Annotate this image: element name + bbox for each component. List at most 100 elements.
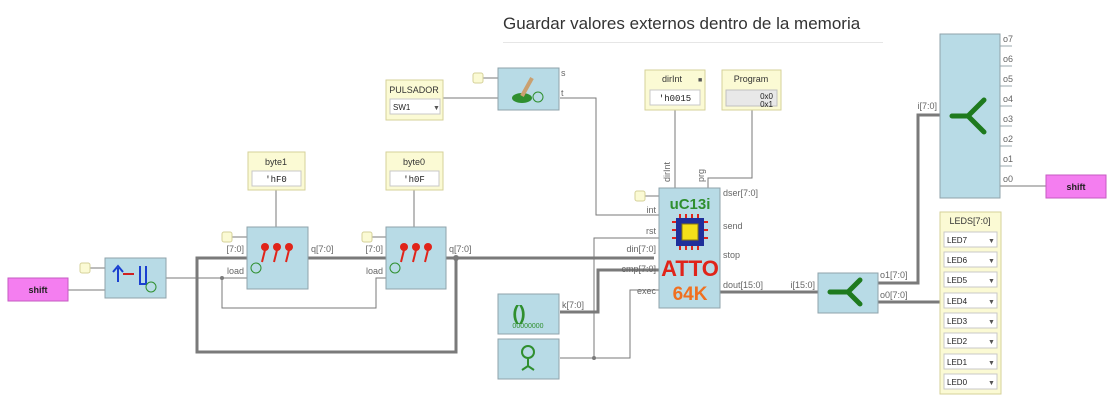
clock-source-icon <box>521 345 535 371</box>
led-value: LED0 <box>947 378 968 387</box>
chevron-down-icon: ▼ <box>988 380 995 387</box>
lock-icon: ■ <box>698 77 702 84</box>
cpu-port-int: int <box>646 205 656 215</box>
program-label: Program <box>734 74 769 84</box>
split8-port-o5: o5 <box>1003 74 1013 84</box>
title-divider <box>503 42 883 43</box>
program-line-1: 0x0 <box>760 92 773 101</box>
cpu-port-rst: rst <box>646 226 656 236</box>
cpu-port-exec: exec <box>637 286 657 296</box>
clock-icon <box>250 262 262 274</box>
pulsador-value: SW1 <box>393 103 411 112</box>
pin-box-button[interactable] <box>472 72 484 84</box>
parentheses-icon: () <box>512 303 525 325</box>
clock-block[interactable] <box>497 338 560 380</box>
clock-icon <box>145 281 157 293</box>
wire-clk-rst <box>560 237 659 359</box>
split-8-block[interactable]: i[7:0] o7 o6 o5 o4 o3 o2 o1 o0 <box>917 33 1013 199</box>
bit-icon <box>139 266 147 285</box>
cpu-port-din: din[7:0] <box>626 244 656 254</box>
split8-port-o2: o2 <box>1003 134 1013 144</box>
clock-icon <box>532 91 544 103</box>
program-line-2: 0x1 <box>760 100 773 109</box>
split8-port-o0: o0 <box>1003 174 1013 184</box>
pulsador-select[interactable] <box>389 98 441 115</box>
split8-port-in: i[7:0] <box>917 101 937 111</box>
button-icon <box>512 93 532 103</box>
led-select-6[interactable]: LED1▼ <box>943 353 998 370</box>
wire-load-bus <box>166 277 386 309</box>
pin-box-flipflop[interactable] <box>79 262 91 274</box>
r1-port-load: load <box>227 266 244 276</box>
split8-port-o6: o6 <box>1003 54 1013 64</box>
led-select-3[interactable]: LED4▼ <box>943 292 998 309</box>
led-select-1[interactable]: LED6 ▼ <box>943 251 998 268</box>
wire-feedback <box>195 256 458 354</box>
byte0-constant[interactable]: byte0 'h0F <box>385 151 444 191</box>
led-value: LED6 <box>947 256 968 265</box>
cpu-port-dser: dser[7:0] <box>723 188 758 198</box>
constant-block[interactable]: k[7:0] () 00000000 <box>497 293 584 335</box>
pulsador-label: PULSADOR <box>389 85 439 95</box>
cpu-block[interactable]: dirInt prg int rst din[7:0] cmp[7:0] exe… <box>621 161 763 309</box>
dirint-constant[interactable]: dirInt ■ 'h0015 <box>644 69 706 111</box>
pins-icon <box>400 243 432 263</box>
led-select-4[interactable]: LED3▼ <box>943 312 998 329</box>
const-port-k: k[7:0] <box>562 300 584 310</box>
led-select-5[interactable]: LED2▼ <box>943 332 998 349</box>
led-value: LED7 <box>947 236 968 245</box>
cpu-port-prg: prg <box>696 169 706 182</box>
split-icon <box>827 277 863 307</box>
cpu-port-send: send <box>723 221 743 231</box>
byte0-label: byte0 <box>403 157 425 167</box>
chevron-down-icon: ▼ <box>988 278 995 285</box>
led-value: LED5 <box>947 276 968 285</box>
led-select-2[interactable]: LED5 ▼ <box>943 271 998 288</box>
program-memory[interactable]: Program 0x0 0x1 <box>721 69 782 111</box>
led-value: LED1 <box>947 358 968 367</box>
cpu-name-2: ATTO <box>661 256 719 281</box>
cpu-port-cmp: cmp[7:0] <box>621 264 656 274</box>
cpu-name-1: uC13i <box>670 196 711 213</box>
cpu-port-dirint: dirInt <box>662 161 672 182</box>
wire-t-int <box>560 97 659 216</box>
shift-output[interactable]: shift <box>1045 174 1107 199</box>
split8-port-o7: o7 <box>1003 34 1013 44</box>
wire-prg <box>707 110 753 188</box>
split8-port-o1: o1 <box>1003 154 1013 164</box>
split16-port-o0: o0[7:0] <box>880 290 908 300</box>
register-1[interactable]: [7:0] q[7:0] load <box>226 226 334 290</box>
pin-box-r1[interactable] <box>221 231 233 243</box>
r0-port-out: q[7:0] <box>449 244 472 254</box>
chevron-down-icon: ▼ <box>433 105 440 112</box>
leds-label: LEDS[7:0] <box>949 216 990 226</box>
leds-output[interactable]: LEDS[7:0] LED7▼ LED6▼ LED5▼ LED4▼ LED3▼ … <box>939 211 1002 395</box>
pins-icon <box>261 243 293 263</box>
toggle-block[interactable] <box>104 257 167 299</box>
shift-output-label: shift <box>1067 182 1086 192</box>
chip-icon <box>672 214 708 250</box>
cpu-port-dout: dout[15:0] <box>723 280 763 290</box>
chevron-down-icon: ▼ <box>988 339 995 346</box>
wire-k-cmp <box>560 268 659 314</box>
dirint-label: dirInt <box>662 74 683 84</box>
led-select-7[interactable]: LED0 ▼ <box>943 373 998 390</box>
split-16-block[interactable]: i[15:0] o1[7:0] o0[7:0] <box>790 270 908 314</box>
pin-box-cpu[interactable] <box>634 190 646 202</box>
chevron-down-icon: ▼ <box>988 258 995 265</box>
byte1-constant[interactable]: byte1 'hF0 <box>247 151 306 191</box>
r1-port-out: q[7:0] <box>311 244 334 254</box>
led-select-0[interactable]: LED7▼ <box>943 231 998 248</box>
shift-input[interactable]: shift <box>7 277 69 302</box>
byte1-label: byte1 <box>265 157 287 167</box>
wires <box>68 77 1046 360</box>
split16-port-in: i[15:0] <box>790 280 815 290</box>
page-title: Guardar valores externos dentro de la me… <box>503 14 861 33</box>
r0-port-load: load <box>366 266 383 276</box>
pin-box-r0[interactable] <box>361 231 373 243</box>
button-block[interactable]: s t <box>497 67 566 111</box>
pulsador-input[interactable]: PULSADOR SW1 ▼ <box>385 79 444 121</box>
register-0[interactable]: [7:0] q[7:0] load <box>365 226 472 290</box>
button-port-s: s <box>561 68 566 78</box>
